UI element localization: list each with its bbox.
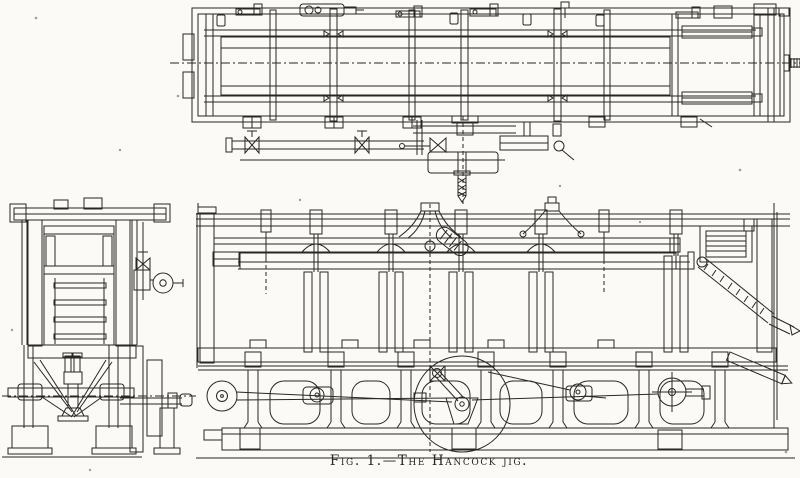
floor-cleats bbox=[249, 339, 615, 349]
plan-grating-slats bbox=[220, 36, 671, 96]
plunger-station bbox=[526, 209, 556, 353]
discharge-gear bbox=[696, 218, 800, 336]
valve-handwheel bbox=[152, 272, 174, 294]
end-elevation-view bbox=[2, 197, 196, 458]
tank-bottom bbox=[27, 344, 137, 359]
side-elevation-view bbox=[196, 196, 800, 459]
piston-assembly bbox=[299, 3, 364, 17]
underframe bbox=[243, 351, 730, 429]
hanging-rod bbox=[598, 209, 610, 294]
plan-bottom-fittings bbox=[242, 115, 713, 161]
diagonal-stay bbox=[725, 351, 793, 385]
plan-tie-rods bbox=[269, 8, 611, 122]
end-view-legs bbox=[2, 345, 142, 458]
pipe-assembly bbox=[225, 116, 549, 204]
plan-view bbox=[170, 1, 800, 161]
pipe-valve bbox=[354, 130, 370, 155]
right-wall bbox=[756, 203, 778, 428]
plan-shaft-stub bbox=[783, 54, 800, 72]
screen-bars bbox=[53, 278, 107, 344]
figure-caption: Fig. 1.—The Hancock jig. bbox=[329, 453, 529, 469]
left-wheel bbox=[206, 380, 238, 412]
chute bbox=[696, 256, 775, 324]
side-bracket bbox=[182, 33, 195, 61]
plunger-station bbox=[376, 209, 406, 353]
spout bbox=[768, 315, 800, 336]
tank-floor bbox=[197, 347, 777, 363]
side-bracket bbox=[182, 71, 195, 99]
flywheel-edge bbox=[129, 345, 144, 453]
left-wall bbox=[196, 203, 217, 368]
water-valve bbox=[133, 251, 184, 294]
mounting-blocks bbox=[244, 351, 729, 368]
pipe-valve bbox=[244, 130, 260, 155]
tank-walls bbox=[21, 219, 144, 347]
flywheel-group bbox=[120, 345, 193, 455]
trough-and-rack bbox=[212, 237, 695, 270]
eccentric-bracket bbox=[398, 202, 469, 452]
crank-disc bbox=[652, 372, 711, 412]
eccentric-cylinder bbox=[435, 226, 469, 257]
balance-plate bbox=[427, 151, 499, 174]
plunger-station bbox=[446, 209, 476, 353]
scan-specks bbox=[10, 16, 788, 472]
plunger-stations bbox=[260, 209, 689, 353]
scroll-bracket bbox=[519, 196, 585, 239]
plan-right-bay bbox=[671, 8, 781, 122]
plunger-station bbox=[301, 209, 331, 353]
junction-valve bbox=[399, 136, 447, 154]
adjusting-screw bbox=[453, 170, 471, 203]
driving-gear bbox=[206, 351, 793, 453]
rocker-gear bbox=[7, 383, 135, 418]
plan-top-fittings bbox=[216, 1, 790, 27]
foundation-beam bbox=[196, 427, 795, 459]
central-crank bbox=[413, 355, 511, 453]
plunger-station bbox=[663, 209, 689, 353]
upper-compartment bbox=[43, 225, 115, 275]
hanging-rod bbox=[260, 209, 272, 294]
center-column bbox=[57, 352, 89, 422]
